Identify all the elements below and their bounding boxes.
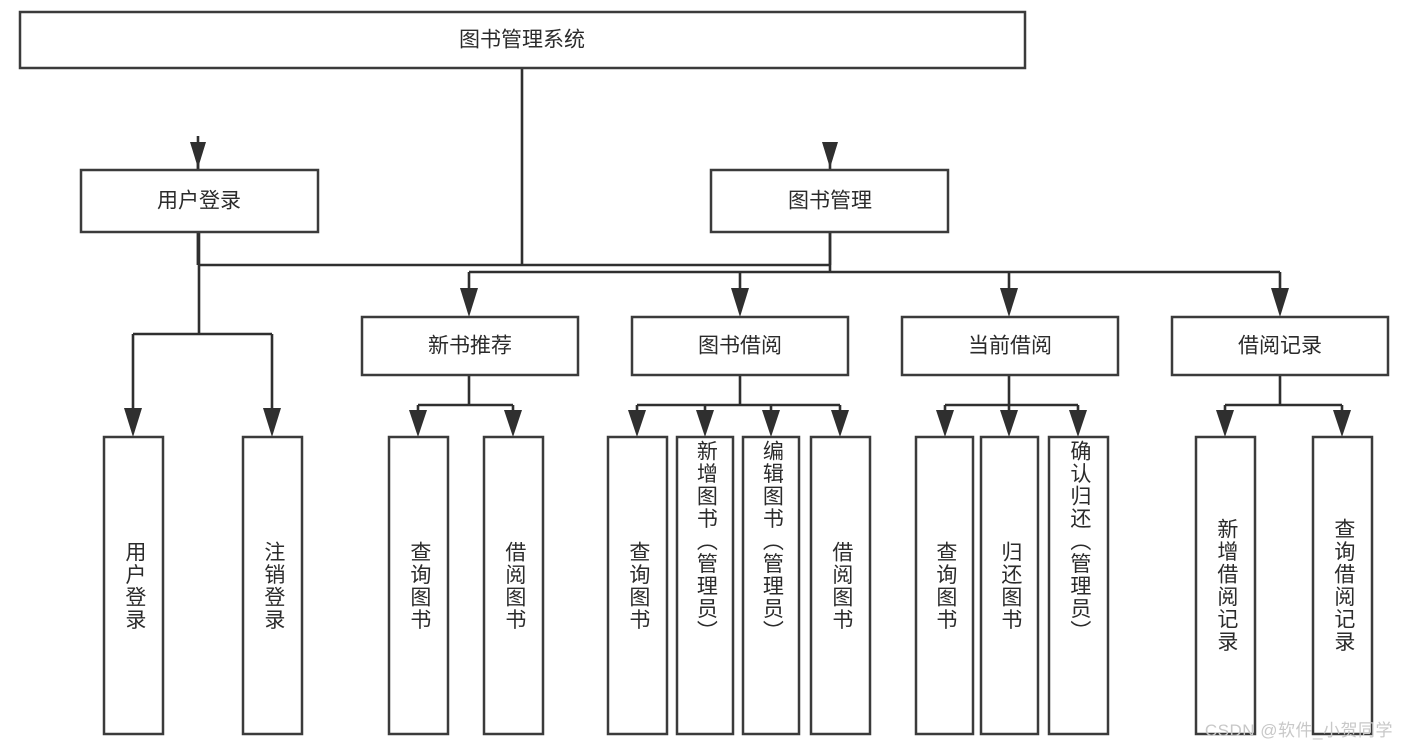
arrow-bookborrow-leaf-2 [696, 410, 714, 437]
node-book-management[interactable]: 图书管理 [709, 168, 950, 234]
connector-group-borrowrecord [1216, 375, 1351, 437]
node-current-borrow[interactable]: 当前借阅 [900, 315, 1120, 377]
arrow-root-to-userlogin [190, 142, 206, 168]
node-root-rect[interactable] [18, 10, 1027, 70]
arrow-bookborrow-leaf-4 [831, 410, 849, 437]
leaf-rect-bookborrow-2[interactable] [675, 435, 735, 736]
node-root[interactable]: 图书管理系统 [18, 10, 1027, 70]
leaf-rect-borrowrecord-1[interactable] [1194, 435, 1257, 736]
node-borrow-record[interactable]: 借阅记录 [1170, 315, 1390, 377]
connector-group-bookmgmt [460, 232, 1289, 317]
arrow-newbook-leaf-1 [409, 410, 427, 437]
node-book-borrow-rect[interactable] [630, 315, 850, 377]
node-user-login-label: 用户登录 [157, 190, 241, 213]
arrow-currentborrow-leaf-1 [936, 410, 954, 437]
arrow-userlogin-leaf-1 [124, 408, 142, 437]
connector-group-userlogin [124, 232, 281, 437]
arrow-bookmgmt-record [1271, 288, 1289, 317]
arrow-currentborrow-leaf-2 [1000, 410, 1018, 437]
leaf-rect-currentborrow-2[interactable] [979, 435, 1040, 736]
leaf-rect-borrowrecord-2[interactable] [1311, 435, 1374, 736]
node-book-management-label: 图书管理 [788, 190, 872, 213]
arrow-bookmgmt-new-book [460, 288, 478, 317]
node-user-login-rect[interactable] [79, 168, 320, 234]
node-book-borrow[interactable]: 图书借阅 [630, 315, 850, 377]
leaf-rect-user-login-1[interactable] [102, 435, 165, 736]
connector-group-bookborrow [628, 375, 849, 437]
node-book-borrow-label: 图书借阅 [698, 335, 782, 358]
leaf-rect-bookborrow-4[interactable] [809, 435, 872, 736]
leaf-rect-bookborrow-1[interactable] [606, 435, 669, 736]
arrow-borrowrecord-leaf-2 [1333, 410, 1351, 437]
arrow-root-to-bookmgmt [822, 142, 838, 168]
connector-group-newbook [409, 375, 522, 437]
node-new-book-recommend-label: 新书推荐 [428, 335, 512, 358]
leaf-boxes [102, 435, 1374, 736]
arrow-borrowrecord-leaf-1 [1216, 410, 1234, 437]
arrow-newbook-leaf-2 [504, 410, 522, 437]
node-current-borrow-rect[interactable] [900, 315, 1120, 377]
arrow-bookborrow-leaf-3 [762, 410, 780, 437]
leaf-rect-currentborrow-3[interactable] [1047, 435, 1110, 736]
arrow-bookmgmt-borrow [731, 288, 749, 317]
node-new-book-recommend-rect[interactable] [360, 315, 580, 377]
arrow-currentborrow-leaf-3 [1069, 410, 1087, 437]
connector-group-currentborrow [936, 375, 1087, 437]
leaf-rect-newbook-1[interactable] [387, 435, 450, 736]
connector-group-root [190, 68, 838, 267]
leaf-rect-user-login-2[interactable] [241, 435, 304, 736]
arrow-bookmgmt-current [1000, 288, 1018, 317]
leaf-rect-currentborrow-1[interactable] [914, 435, 975, 736]
node-borrow-record-label: 借阅记录 [1238, 335, 1322, 358]
node-user-login[interactable]: 用户登录 [79, 168, 320, 234]
leaf-rect-newbook-2[interactable] [482, 435, 545, 736]
node-borrow-record-rect[interactable] [1170, 315, 1390, 377]
node-book-management-rect[interactable] [709, 168, 950, 234]
arrow-bookborrow-leaf-1 [628, 410, 646, 437]
node-root-label: 图书管理系统 [459, 29, 585, 52]
leaf-rect-bookborrow-3[interactable] [741, 435, 801, 736]
arrow-userlogin-leaf-2 [263, 408, 281, 437]
node-new-book-recommend[interactable]: 新书推荐 [360, 315, 580, 377]
node-current-borrow-label: 当前借阅 [968, 335, 1052, 358]
